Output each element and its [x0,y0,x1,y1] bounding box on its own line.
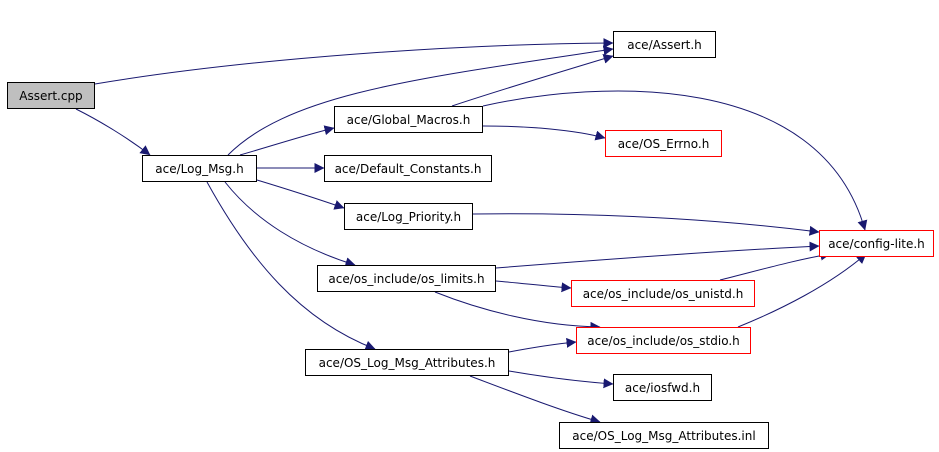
edge-assert-cpp-to-assert-h [94,38,614,85]
node-label: Assert.cpp [19,88,83,103]
node-assert-cpp: Assert.cpp [7,82,95,109]
node-label: ace/Default_Constants.h [334,161,482,176]
node-label: ace/OS_Log_Msg_Attributes.inl [572,428,756,443]
node-label: ace/Global_Macros.h [346,112,471,127]
edge-log-msg-h-to-log-priority-h [256,179,345,210]
edge-os-stdio-h-to-config-lite-h [737,253,867,328]
node-log-msg-h[interactable]: ace/Log_Msg.h [142,155,257,182]
edge-global-macros-h-to-config-lite-h [482,90,868,231]
node-assert-h[interactable]: ace/Assert.h [613,31,716,58]
edge-log-priority-h-to-config-lite-h [472,213,820,236]
node-iosfwd-h[interactable]: ace/iosfwd.h [613,374,712,401]
node-label: ace/Log_Priority.h [355,209,462,224]
edge-log-msg-h-to-assert-h [227,45,614,156]
node-label: ace/config-lite.h [828,236,925,251]
edge-global-macros-h-to-assert-h [451,53,614,107]
edge-global-macros-h-to-os-errno-h [482,125,606,141]
node-os-errno-h[interactable]: ace/OS_Errno.h [605,130,722,157]
node-config-lite-h[interactable]: ace/config-lite.h [819,230,934,257]
edge-log-msg-h-to-global-macros-h [239,125,335,156]
edge-os-limits-h-to-config-lite-h [495,241,820,269]
node-os-stdio-h[interactable]: ace/os_include/os_stdio.h [576,327,751,354]
node-label: ace/iosfwd.h [624,380,701,395]
node-label: ace/os_include/os_limits.h [328,271,485,286]
node-label: ace/os_include/os_stdio.h [587,333,740,348]
node-label: ace/Log_Msg.h [155,161,244,176]
node-label: ace/Assert.h [627,37,702,52]
node-log-priority-h[interactable]: ace/Log_Priority.h [344,203,473,230]
edge-log-msg-h-to-os-limits-h [224,181,356,267]
edge-os-unistd-h-to-config-lite-h [719,250,831,281]
node-os-unistd-h[interactable]: ace/os_include/os_unistd.h [571,280,755,307]
node-global-macros-h[interactable]: ace/Global_Macros.h [334,106,483,133]
node-default-constants-h[interactable]: ace/Default_Constants.h [324,155,492,182]
node-os-limits-h[interactable]: ace/os_include/os_limits.h [317,265,496,292]
edge-log-msg-h-to-os-log-msg-attributes-h [206,181,376,351]
edge-os-log-msg-attributes-h-to-os-stdio-h [508,337,577,353]
edge-os-log-msg-attributes-h-to-os-log-msg-attributes-inl [469,375,601,425]
edge-assert-cpp-to-log-msg-h [75,108,151,156]
node-label: ace/os_include/os_unistd.h [582,286,744,301]
node-label: ace/OS_Log_Msg_Attributes.h [318,355,496,370]
edge-os-limits-h-to-os-stdio-h [434,291,601,332]
edge-os-log-msg-attributes-h-to-iosfwd-h [508,370,614,389]
node-os-log-msg-attributes-h[interactable]: ace/OS_Log_Msg_Attributes.h [305,349,509,376]
node-os-log-msg-attributes-inl[interactable]: ace/OS_Log_Msg_Attributes.inl [559,422,769,449]
node-label: ace/OS_Errno.h [617,136,710,151]
edge-os-limits-h-to-os-unistd-h [495,280,572,293]
